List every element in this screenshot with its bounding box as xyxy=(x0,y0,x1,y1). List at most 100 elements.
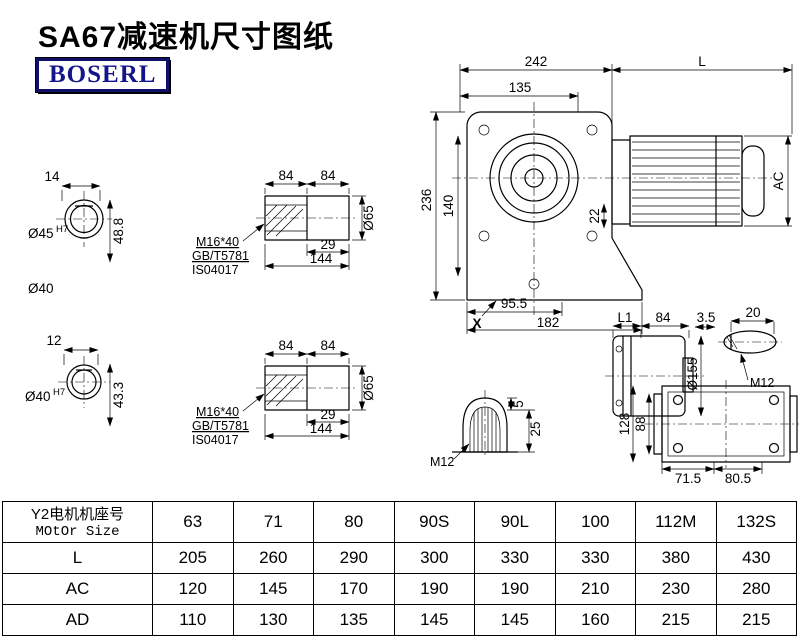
table-cell: 210 xyxy=(554,573,636,605)
dim-182: 182 xyxy=(537,315,560,330)
page-title: SA67减速机尺寸图纸 xyxy=(38,21,335,54)
iso-callout: IS04017 xyxy=(192,433,239,447)
table-cell: 230 xyxy=(635,573,717,605)
thread-M12-key: M12 xyxy=(430,455,454,469)
dim-45-dia: Ø45 xyxy=(28,226,54,241)
table-cell: 190 xyxy=(474,573,556,605)
dim-14: 14 xyxy=(44,169,60,184)
table-cell: 160 xyxy=(554,604,636,636)
dim-L1: L1 xyxy=(617,310,632,325)
dim-144: 144 xyxy=(310,421,333,436)
dim-L: L xyxy=(698,54,706,69)
thread-callout: M16*40 xyxy=(196,405,239,419)
dim-84-side: 84 xyxy=(655,310,671,325)
table-cell: 135 xyxy=(313,604,395,636)
table-cell: 215 xyxy=(715,604,797,636)
dim-AC: AC xyxy=(771,171,786,190)
size-header: 90L xyxy=(474,501,556,543)
dim-29: 29 xyxy=(320,407,335,422)
row-label: AC xyxy=(2,573,153,605)
standard-callout: GB/T5781 xyxy=(192,249,249,263)
size-header: 63 xyxy=(152,501,234,543)
thread-callout: M16*40 xyxy=(196,235,239,249)
dim-5: 5 xyxy=(511,400,526,408)
dim-3-5: 3.5 xyxy=(697,310,716,325)
table-cell: 170 xyxy=(313,573,395,605)
dim-22: 22 xyxy=(587,208,602,223)
table-cell: 330 xyxy=(474,542,556,574)
dim-135: 135 xyxy=(509,80,532,95)
frame-size-label-cn: Y2电机机座号 xyxy=(30,505,125,523)
table-cell: 145 xyxy=(393,604,475,636)
dim-140: 140 xyxy=(441,195,456,218)
dim-48-8: 48.8 xyxy=(111,218,126,244)
standard-callout: GB/T5781 xyxy=(192,419,249,433)
dim-71-5: 71.5 xyxy=(675,471,701,486)
table-cell: 300 xyxy=(393,542,475,574)
dim-236: 236 xyxy=(419,189,434,212)
size-header: 90S xyxy=(393,501,475,543)
boserl-logo-text: BOSERL xyxy=(49,61,157,88)
table-row-AD: AD 110 130 135 145 145 160 215 215 xyxy=(2,604,797,636)
dim-29: 29 xyxy=(320,237,335,252)
table-cell: 290 xyxy=(313,542,395,574)
thread-M12-side: M12 xyxy=(750,376,774,390)
table-cell: 205 xyxy=(152,542,234,574)
gearbox-front-view: 242 L 135 236 140 xyxy=(419,54,793,334)
dim-80-5: 80.5 xyxy=(725,471,751,486)
table-cell: 190 xyxy=(393,573,475,605)
shaft-key-detail-view: 5 25 M12 xyxy=(430,390,543,469)
dim-40-dia: Ø40 xyxy=(25,389,51,404)
label-dia40: Ø40 xyxy=(28,281,54,296)
dim-40-tol: H7 xyxy=(53,387,65,398)
table-cell: 110 xyxy=(152,604,234,636)
motor-size-table: Y2电机机座号 MOtOr Size 63 71 80 90S 90L 100 … xyxy=(2,501,797,636)
shaft-end-view-40: 12 Ø40 H7 43.3 xyxy=(25,333,126,427)
shaft-end-view-45: 14 Ø45 H7 48.8 xyxy=(28,169,126,263)
shaft-detail-view-bottom: 84 84 29 144 Ø65 M16*40 GB/T5781 IS0401 xyxy=(192,338,376,447)
table-cell: 120 xyxy=(152,573,234,605)
table-row-AC: AC 120 145 170 190 190 210 230 280 xyxy=(2,573,797,605)
dim-12: 12 xyxy=(46,333,61,348)
dim-43-3: 43.3 xyxy=(111,382,126,408)
dim-128: 128 xyxy=(617,413,632,436)
dim-88: 88 xyxy=(633,416,648,431)
dim-84-left: 84 xyxy=(278,168,294,183)
size-header: 100 xyxy=(554,501,636,543)
iso-callout: IS04017 xyxy=(192,263,239,277)
table-cell: 330 xyxy=(554,542,636,574)
size-header: 71 xyxy=(232,501,314,543)
table-cell: 260 xyxy=(232,542,314,574)
table-header-row: Y2电机机座号 MOtOr Size 63 71 80 90S 90L 100 … xyxy=(2,501,797,543)
technical-drawing: 14 Ø45 H7 48.8 Ø40 12 Ø40 H7 43.3 xyxy=(25,54,799,486)
size-header: 132S xyxy=(715,501,797,543)
dim-95-5: 95.5 xyxy=(501,296,527,311)
table-cell: 380 xyxy=(635,542,717,574)
gearbox-side-view: L1 84 Ø155 3.5 20 M12 xyxy=(605,305,782,417)
mark-X: X xyxy=(472,316,481,331)
size-header: 80 xyxy=(313,501,395,543)
dim-84-right: 84 xyxy=(320,168,336,183)
dim-242: 242 xyxy=(525,54,548,69)
dim-84-right: 84 xyxy=(320,338,336,353)
row-label: AD xyxy=(2,604,153,636)
dim-20: 20 xyxy=(745,305,760,320)
gearbox-bottom-view: 128 88 71.5 80.5 xyxy=(617,380,799,486)
dim-144: 144 xyxy=(310,251,333,266)
table-cell: 145 xyxy=(474,604,556,636)
frame-size-header-cell: Y2电机机座号 MOtOr Size xyxy=(2,501,153,543)
boserl-logo: BOSERL xyxy=(34,57,171,93)
table-cell: 280 xyxy=(715,573,797,605)
dim-84-left: 84 xyxy=(278,338,294,353)
table-row-L: L 205 260 290 300 330 330 380 430 xyxy=(2,542,797,574)
dim-65: Ø65 xyxy=(361,205,376,231)
table-cell: 130 xyxy=(232,604,314,636)
dim-25: 25 xyxy=(528,421,543,436)
table-cell: 145 xyxy=(232,573,314,605)
frame-size-label-en: MOtOr Size xyxy=(35,523,120,540)
dim-155: Ø155 xyxy=(685,357,700,390)
dim-65: Ø65 xyxy=(361,375,376,401)
dim-45-tol: H7 xyxy=(56,224,68,235)
size-header: 112M xyxy=(635,501,717,543)
